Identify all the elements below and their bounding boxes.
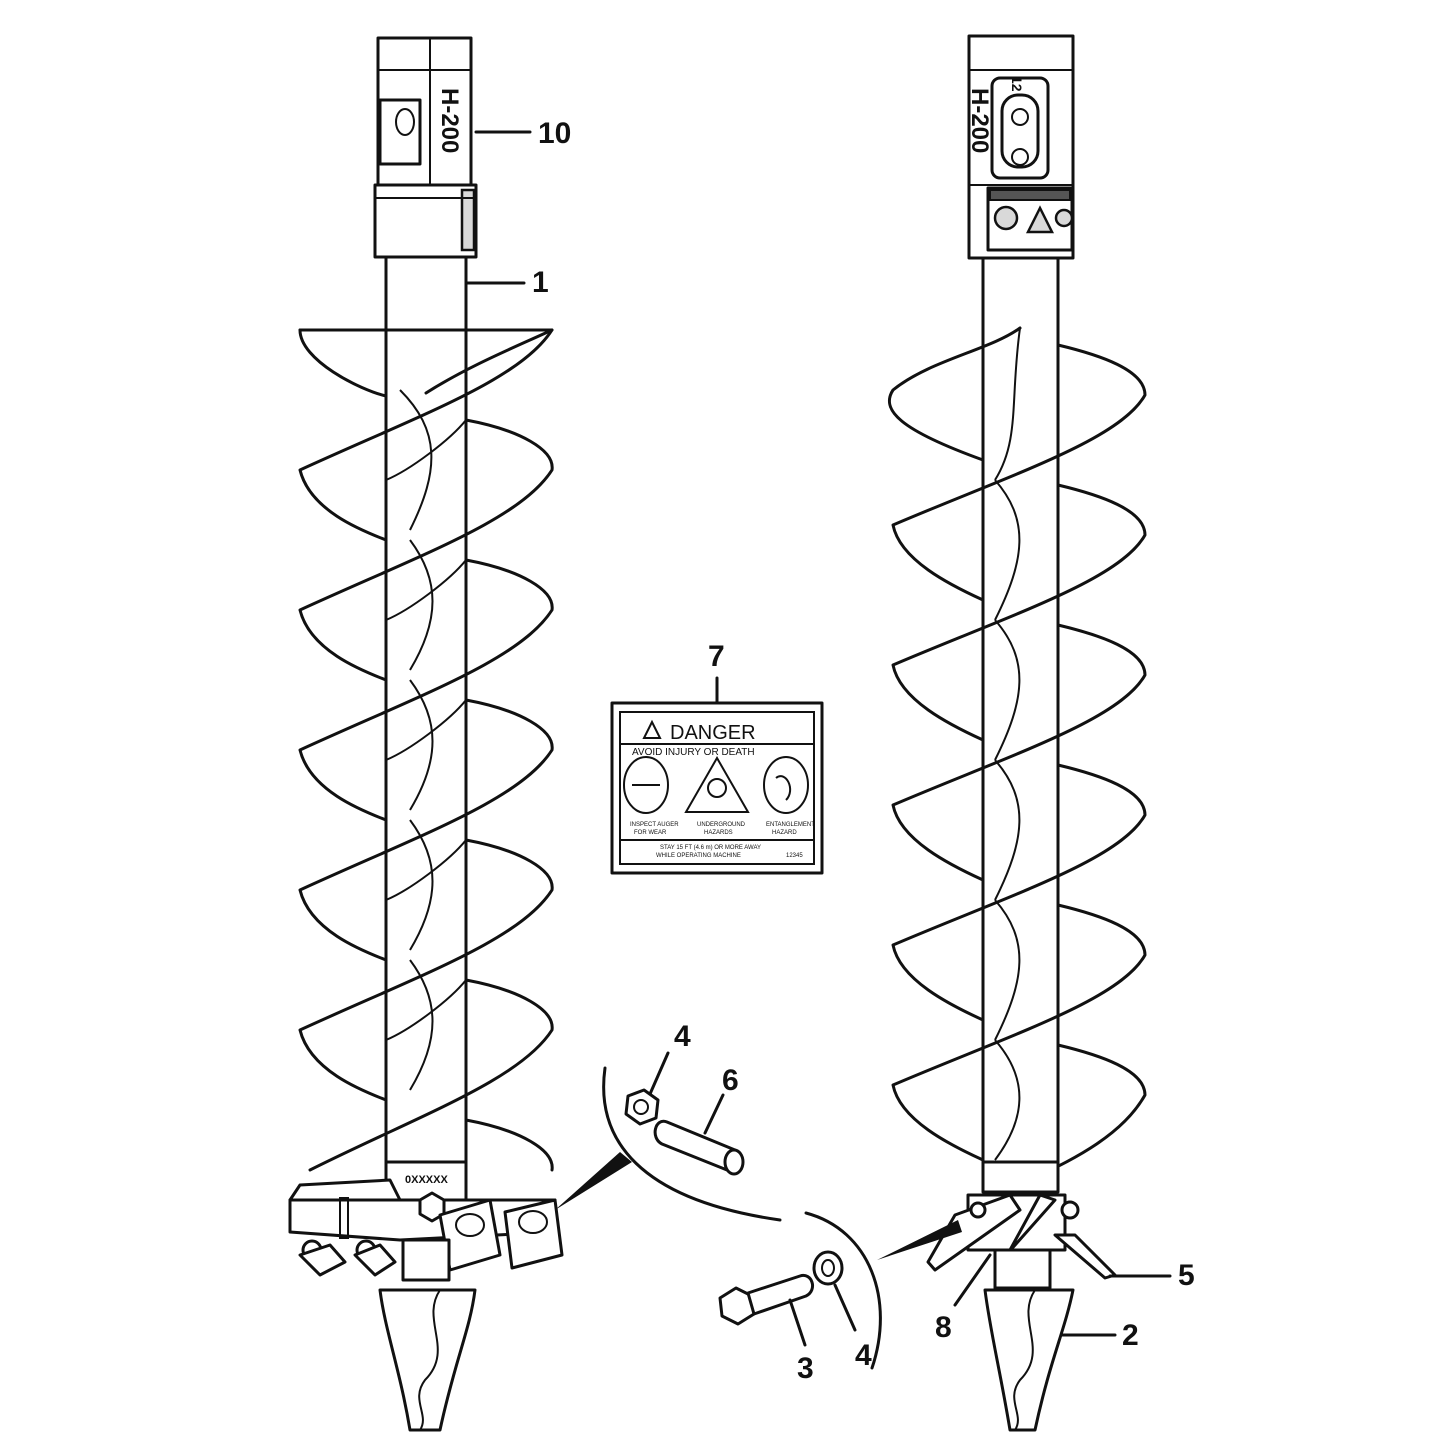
decal-title: DANGER bbox=[670, 722, 756, 744]
callout-10: 10 bbox=[538, 117, 571, 150]
left-auger-tube bbox=[375, 255, 476, 1164]
decal-subtitle: AVOID INJURY OR DEATH bbox=[632, 747, 755, 758]
decal-left-caption2: FOR WEAR bbox=[634, 830, 667, 836]
right-auger: H-200 12 bbox=[887, 34, 1147, 1432]
decal-code: 12345 bbox=[786, 853, 803, 859]
left-detail-callout bbox=[555, 1066, 782, 1222]
decal-left-caption: INSPECT AUGER bbox=[630, 822, 679, 828]
danger-decal: DANGER AVOID INJURY OR DEATH INSPECT AUG… bbox=[610, 701, 824, 875]
left-auger-flighting bbox=[298, 328, 554, 1172]
callout-3: 3 bbox=[797, 1352, 814, 1385]
decal-footer1: STAY 15 FT (4.6 m) OR MORE AWAY bbox=[660, 845, 761, 851]
right-auger-tube bbox=[981, 256, 1060, 1164]
left-drive-collar: H-200 bbox=[373, 36, 478, 259]
left-model-text: H-200 bbox=[436, 88, 463, 153]
left-auger: H-200 bbox=[288, 36, 564, 1432]
callout-2: 2 bbox=[1122, 1319, 1139, 1352]
callout-8: 8 bbox=[935, 1311, 952, 1344]
callout-labels: 10 1 7 4 6 5 8 2 3 4 bbox=[464, 117, 1195, 1385]
callout-4-top: 4 bbox=[674, 1020, 691, 1053]
callout-4-bottom: 4 bbox=[855, 1339, 872, 1372]
decal-center-caption2: HAZARDS bbox=[704, 830, 733, 836]
decal-footer2: WHILE OPERATING MACHINE bbox=[656, 853, 741, 859]
decal-right-caption2: HAZARD bbox=[772, 830, 797, 836]
left-stamp-text: 0XXXXX bbox=[405, 1174, 448, 1186]
right-model-text: H-200 bbox=[966, 88, 993, 153]
right-size-text: 12 bbox=[1009, 76, 1025, 92]
callout-5: 5 bbox=[1178, 1259, 1195, 1292]
callout-1: 1 bbox=[532, 266, 549, 299]
callout-6: 6 bbox=[722, 1064, 739, 1097]
left-cutter-head: 0XXXXX bbox=[288, 1160, 564, 1432]
callout-7: 7 bbox=[708, 640, 725, 673]
decal-center-caption: UNDERGROUND bbox=[697, 822, 746, 828]
right-detail-callout bbox=[718, 1211, 962, 1370]
right-drive-collar: H-200 12 bbox=[966, 34, 1075, 260]
decal-right-caption: ENTANGLEMENT bbox=[766, 822, 815, 828]
right-cutter-head bbox=[926, 1160, 1117, 1432]
right-auger-flighting bbox=[887, 326, 1147, 1182]
